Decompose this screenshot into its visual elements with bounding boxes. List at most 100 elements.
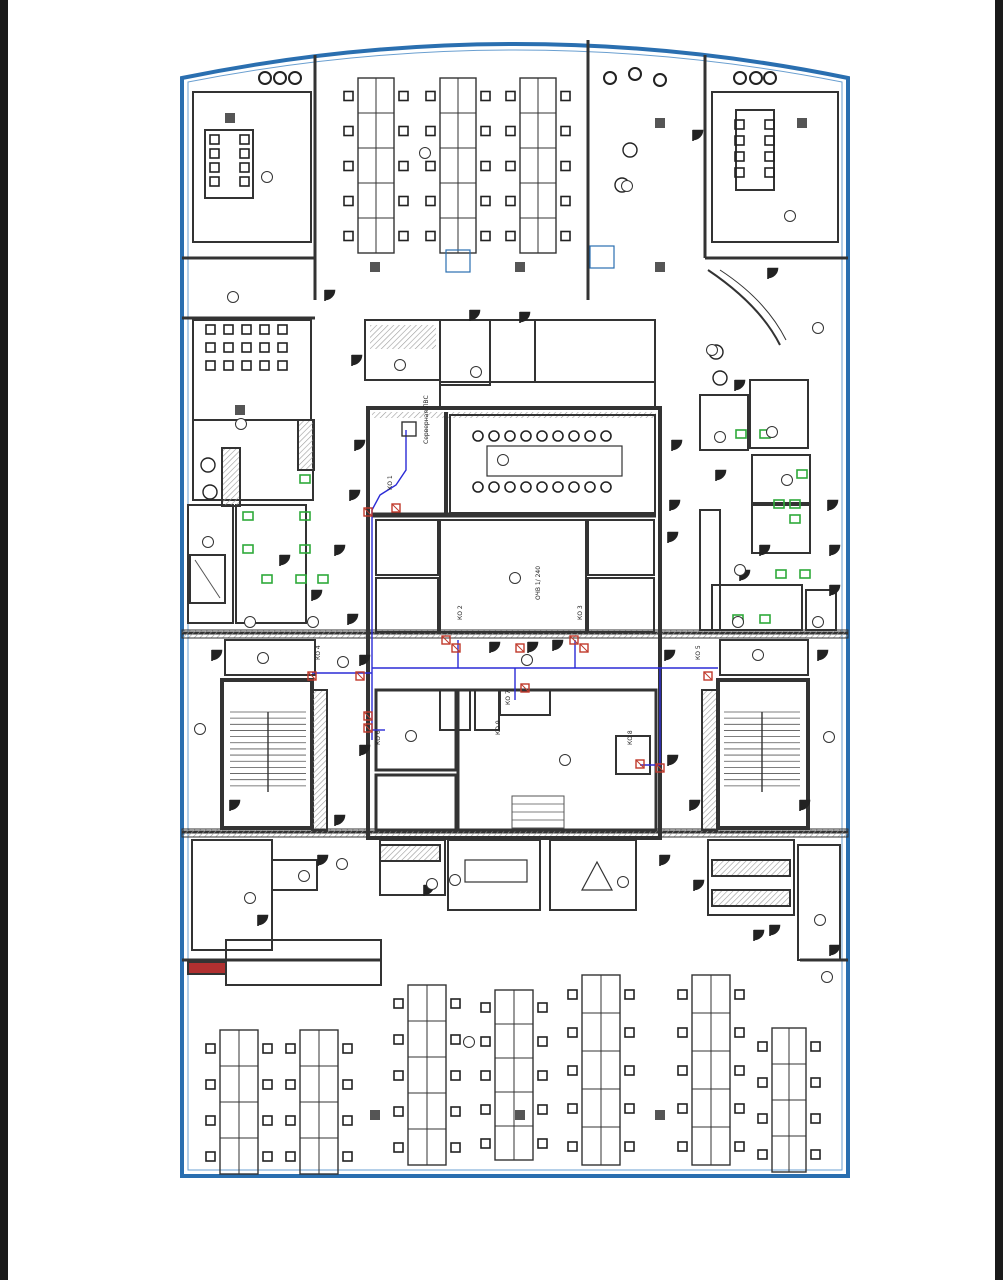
chair-icon bbox=[624, 1103, 635, 1114]
chair-icon bbox=[262, 1043, 273, 1054]
chair-icon bbox=[568, 481, 580, 493]
room-tag-icon bbox=[261, 171, 273, 183]
room-tag-icon bbox=[337, 656, 349, 668]
valve-icon bbox=[579, 643, 589, 653]
room-tag-icon bbox=[426, 878, 438, 890]
door-swing-icon bbox=[734, 379, 746, 391]
valve-label: КО 3 bbox=[577, 605, 584, 620]
chair-icon bbox=[764, 135, 775, 146]
chair-icon bbox=[425, 125, 436, 137]
chair-icon bbox=[425, 90, 436, 102]
chair-icon bbox=[202, 484, 218, 500]
chair-icon bbox=[568, 430, 580, 442]
chair-icon bbox=[480, 1036, 491, 1047]
chair-icon bbox=[677, 989, 688, 1000]
chair-icon bbox=[285, 1115, 296, 1126]
chair-icon bbox=[343, 195, 354, 207]
door-swing-icon bbox=[715, 469, 727, 481]
chair-icon bbox=[285, 1043, 296, 1054]
duct-network bbox=[312, 421, 718, 766]
sanitary-fixtures bbox=[242, 429, 811, 624]
building-envelope bbox=[180, 42, 850, 1178]
chair-icon bbox=[734, 1065, 745, 1076]
chair-icon bbox=[205, 360, 216, 371]
valve-label: КО 1 bbox=[387, 475, 394, 490]
room-tag-icon bbox=[336, 858, 348, 870]
chair-icon bbox=[734, 1027, 745, 1038]
room-tag-icon bbox=[814, 914, 826, 926]
door-swing-icon bbox=[257, 914, 269, 926]
chair-icon bbox=[425, 195, 436, 207]
chair-icon bbox=[810, 1077, 821, 1088]
chair-icon bbox=[734, 119, 745, 130]
door-swing-icon bbox=[829, 584, 841, 596]
chair-icon bbox=[262, 1079, 273, 1090]
room-tag-icon bbox=[419, 147, 431, 159]
room-tag-icon bbox=[449, 874, 461, 886]
chair-icon bbox=[398, 90, 409, 102]
chair-icon bbox=[393, 998, 404, 1009]
door-swing-icon bbox=[671, 439, 683, 451]
door-swing-icon bbox=[769, 924, 781, 936]
chair-icon bbox=[677, 1103, 688, 1114]
chair-icon bbox=[450, 1070, 461, 1081]
chair-icon bbox=[205, 324, 216, 335]
conference-room: Серверная ЛВС bbox=[423, 395, 656, 514]
door-swing-icon bbox=[827, 499, 839, 511]
chair-icon bbox=[757, 1149, 768, 1160]
valve-icon bbox=[635, 759, 645, 769]
chair-icon bbox=[677, 1027, 688, 1038]
chair-icon bbox=[504, 430, 516, 442]
toilet-icon bbox=[295, 574, 307, 584]
room-tag-icon bbox=[784, 210, 796, 222]
door-swing-icon bbox=[469, 309, 481, 321]
chair-icon bbox=[239, 176, 250, 187]
room-tag-icon bbox=[244, 616, 256, 628]
chair-icon bbox=[536, 430, 548, 442]
room-tag-icon bbox=[812, 322, 824, 334]
chair-icon bbox=[560, 195, 571, 207]
chair-icon bbox=[205, 342, 216, 353]
chair-icon bbox=[239, 134, 250, 145]
left-wing-rooms bbox=[187, 91, 315, 624]
valve-label: КО 7 bbox=[505, 690, 512, 705]
chair-icon bbox=[480, 160, 491, 172]
chair-icon bbox=[205, 1151, 216, 1162]
room-tag-icon bbox=[812, 616, 824, 628]
door-swing-icon bbox=[334, 814, 346, 826]
toilet-icon bbox=[773, 499, 785, 509]
chair-icon bbox=[258, 71, 272, 85]
chair-icon bbox=[505, 90, 516, 102]
room-tag-icon bbox=[766, 426, 778, 438]
chair-icon bbox=[622, 142, 638, 158]
chair-icon bbox=[757, 1113, 768, 1124]
room-tag-icon bbox=[821, 971, 833, 983]
chair-icon bbox=[504, 481, 516, 493]
toilet-icon bbox=[299, 474, 311, 484]
chair-icon bbox=[480, 230, 491, 242]
lower-service-rooms bbox=[187, 839, 841, 986]
room-tag-icon bbox=[235, 418, 247, 430]
toilet-icon bbox=[759, 614, 771, 624]
chair-icon bbox=[712, 370, 728, 386]
chair-icon bbox=[600, 430, 612, 442]
chair-icon bbox=[749, 71, 763, 85]
valve-label: КО 8 bbox=[627, 730, 634, 745]
chair-icon bbox=[205, 1115, 216, 1126]
server-room-label: Серверная ЛВС bbox=[423, 395, 430, 444]
room-tag-icon bbox=[732, 616, 744, 628]
room-tag-icon bbox=[307, 616, 319, 628]
chair-icon bbox=[480, 1104, 491, 1115]
chair-icon bbox=[764, 167, 775, 178]
chair-icon bbox=[209, 134, 220, 145]
chair-icon bbox=[567, 1141, 578, 1152]
chair-icon bbox=[200, 457, 216, 473]
chair-icon bbox=[285, 1079, 296, 1090]
conference-chairs bbox=[472, 430, 612, 493]
workstation-clusters bbox=[200, 67, 821, 1175]
column-marker bbox=[515, 262, 525, 272]
valve-icon bbox=[451, 643, 461, 653]
top-center-rooms bbox=[364, 319, 656, 409]
chair-icon bbox=[343, 160, 354, 172]
